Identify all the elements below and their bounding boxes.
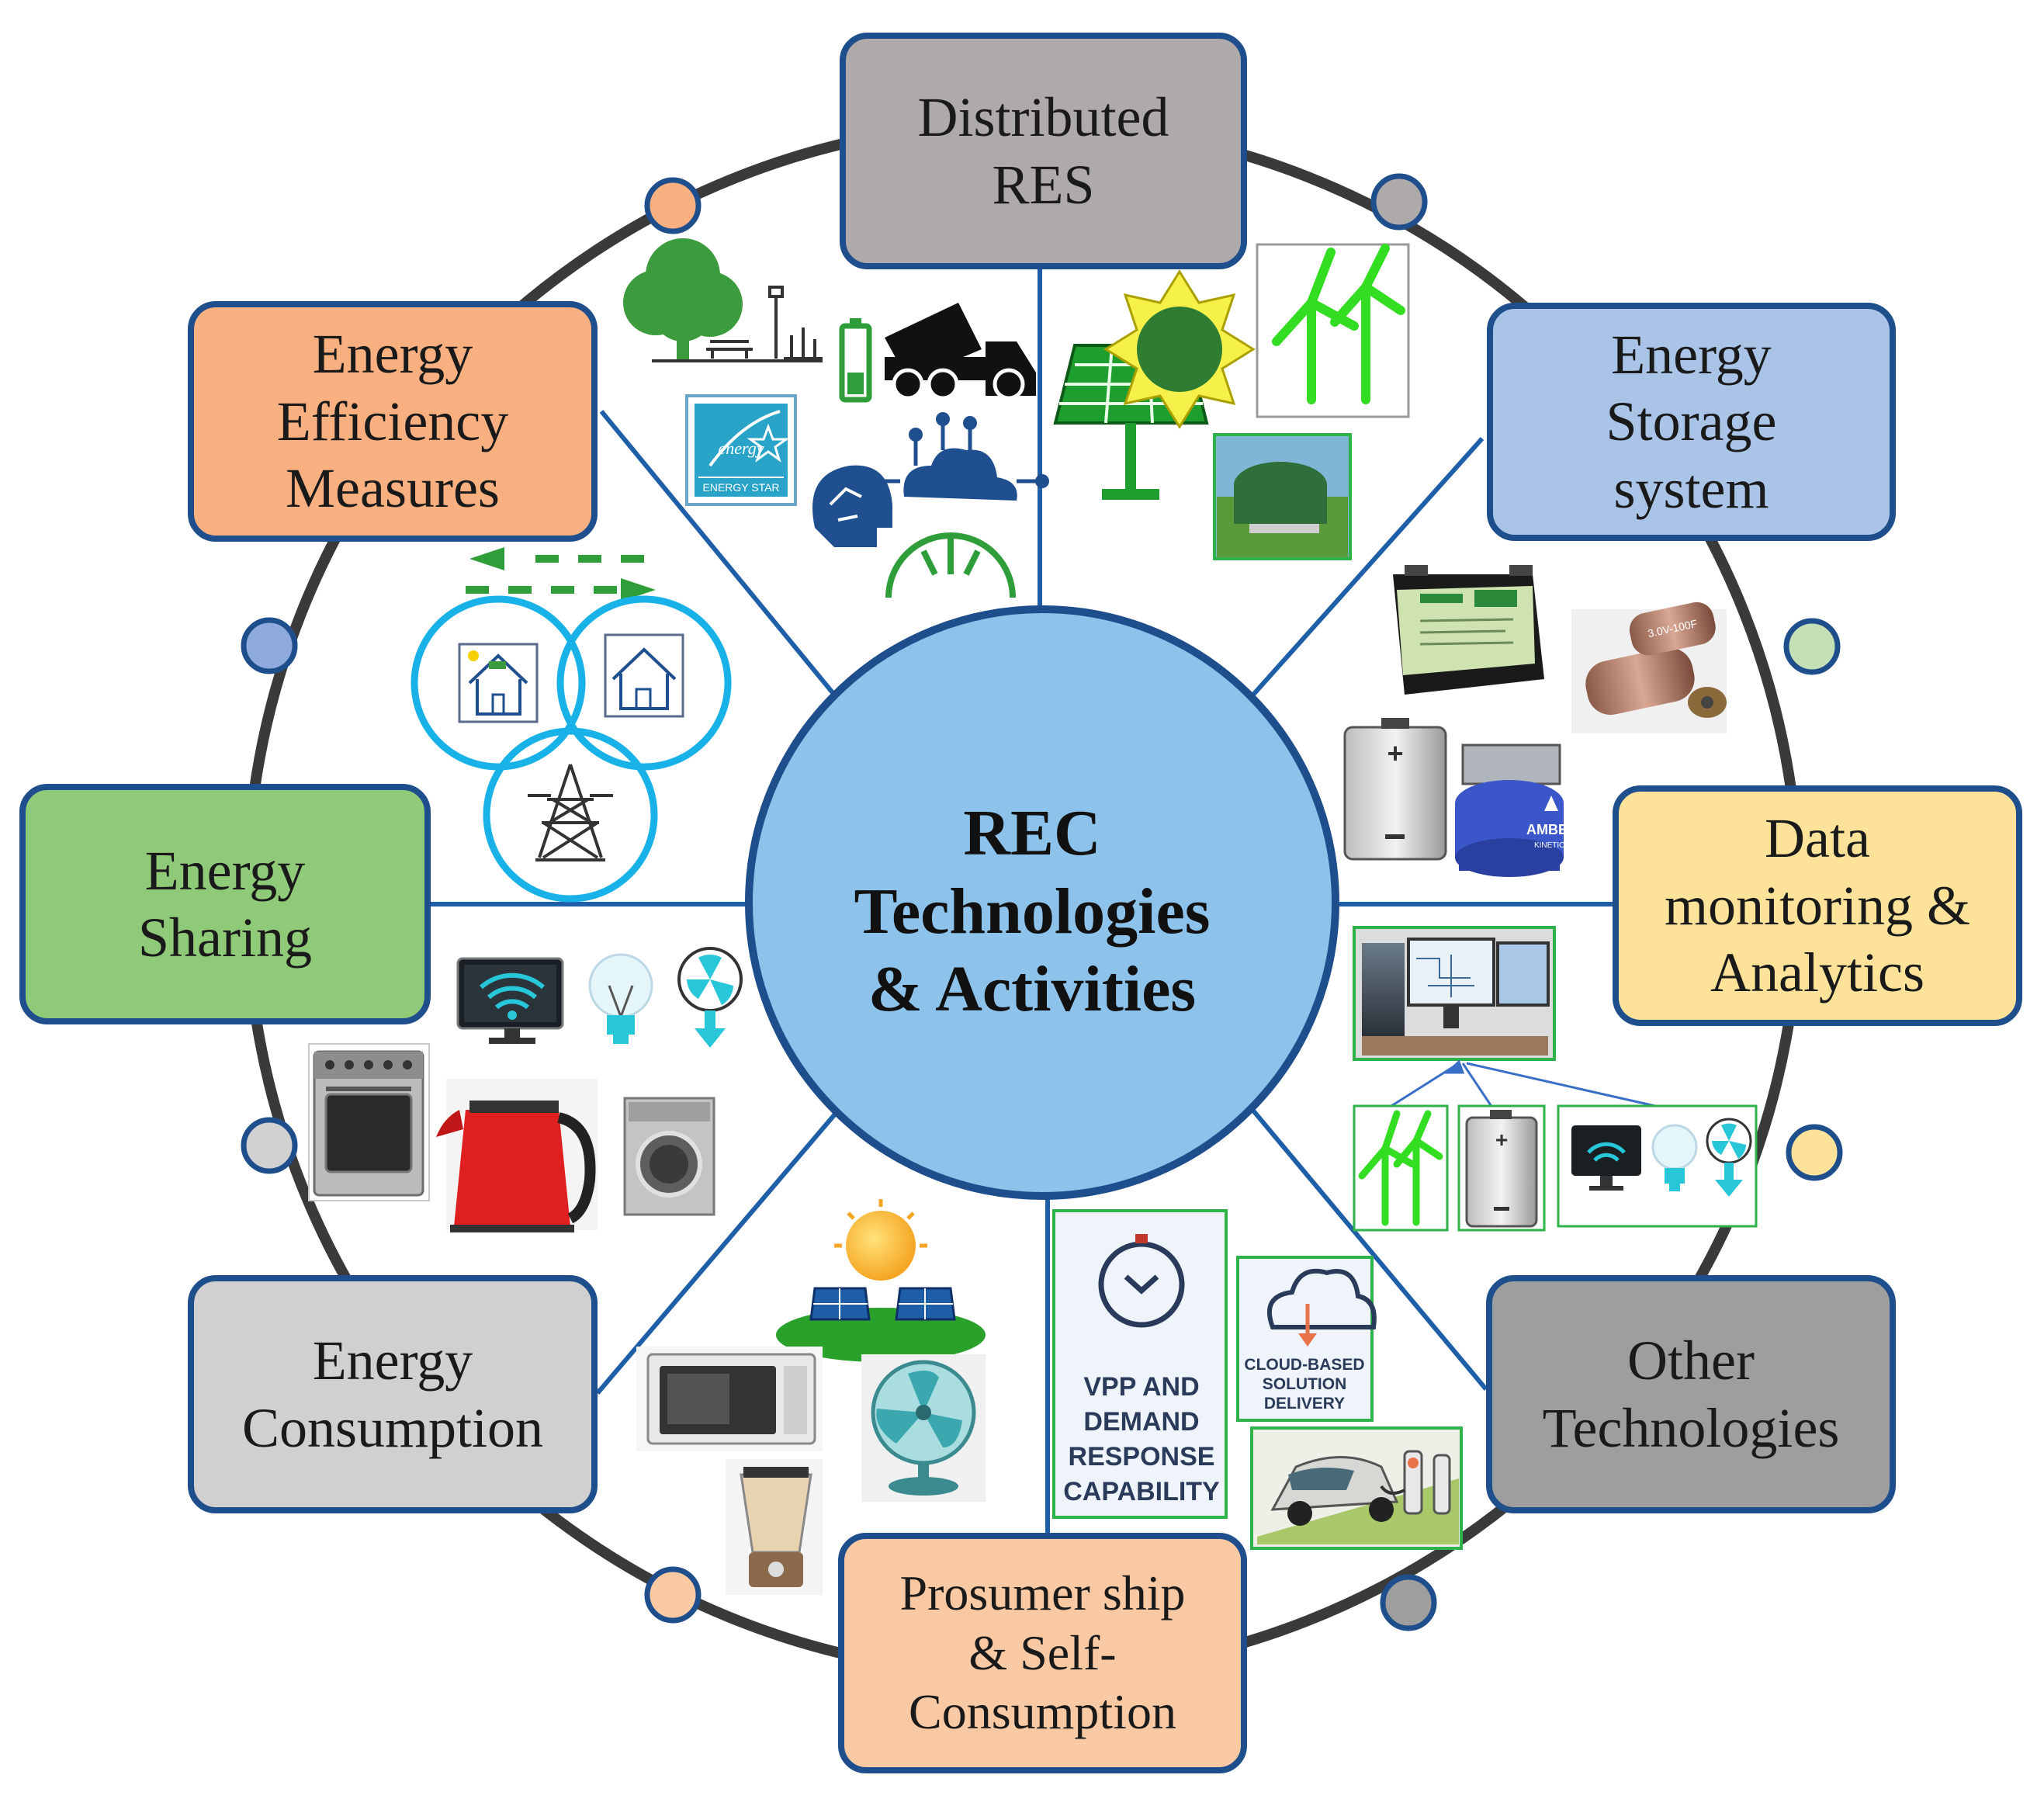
energy-sharing-graphic: [411, 547, 732, 903]
ring-dot-left-upper: [241, 617, 298, 674]
desk-fan-icon: [861, 1354, 986, 1502]
amber-label: AMBER: [1526, 822, 1578, 837]
ring-dot-right-upper: [1783, 618, 1841, 675]
blender-icon: [726, 1459, 823, 1595]
energy-sharing-label: Energy Sharing: [138, 839, 312, 969]
control-room-monitor-icon: [1353, 926, 1556, 1061]
tree-park-icon: [623, 238, 823, 362]
energy-consumption-label: Energy Consumption: [241, 1329, 544, 1459]
supercapacitor-icon: 3.0V-100F: [1571, 601, 1727, 733]
vpp-label-line-2: DEMAND: [1083, 1407, 1199, 1437]
ring-dot-bottom-left: [644, 1566, 702, 1624]
light-bulb-icon: [588, 953, 653, 1044]
cloud-solution-icon: CLOUD-BASED SOLUTION DELIVERY: [1236, 1256, 1377, 1422]
vpp-demand-response-icon: VPP AND DEMAND RESPONSE CAPABILITY: [1052, 1209, 1228, 1519]
sun-icon: [1103, 269, 1256, 429]
microwave-icon: [636, 1347, 823, 1451]
energy-sharing-box: Energy Sharing: [19, 784, 431, 1024]
data-monitoring-label: Data monitoring & Analytics: [1665, 807, 1970, 1004]
energy-star-icon: energy ENERGY STAR: [685, 394, 797, 506]
ring-dot-left-lower: [241, 1117, 298, 1174]
center-title-text: REC Technologies & Activities: [854, 796, 1211, 1026]
wind-turbine-small-icon: [1353, 1104, 1449, 1232]
data-monitoring-box: Data monitoring & Analytics: [1613, 785, 2022, 1026]
cloud-label-line-2: SOLUTION: [1263, 1375, 1347, 1393]
house-solar-icon: [458, 643, 539, 723]
lead-acid-battery-icon: [1393, 565, 1544, 695]
solar-sun-panels-icon: [776, 1199, 986, 1362]
ring-dot-right-lower: [1786, 1124, 1843, 1181]
cloud-label-line-3: DELIVERY: [1264, 1395, 1345, 1413]
ai-cloud-icon: [812, 412, 1049, 598]
vpp-label-line-1: VPP AND: [1083, 1372, 1199, 1402]
smart-tv-icon: [456, 957, 564, 1044]
energy-efficiency-label: Energy Efficiency Measures: [276, 323, 509, 520]
energy-storage-label: Energy Storage system: [1606, 323, 1777, 520]
house-icon: [604, 633, 684, 718]
vpp-label-line-4: CAPABILITY: [1063, 1477, 1220, 1506]
battery-plus-icon: +: [1387, 737, 1403, 769]
wind-turbine-icon: [1256, 243, 1410, 418]
ev-charging-icon: [1250, 1426, 1463, 1550]
amber-sub-label: KINETICS: [1534, 841, 1570, 850]
monitor-connection-arrows: [1384, 1059, 1673, 1111]
center-title: REC Technologies & Activities: [745, 768, 1319, 1056]
energy-consumption-box: Energy Consumption: [188, 1275, 598, 1513]
ring-dots: [241, 173, 1843, 1631]
center-circle: [745, 605, 1339, 1200]
ring-dot-top-right: [1370, 173, 1428, 231]
biogas-plant-icon: [1213, 433, 1352, 560]
transmission-tower-icon: [528, 764, 613, 861]
prosumer-ship-box: Prosumer ship & Self- Consumption: [838, 1533, 1247, 1773]
kettle-icon: [436, 1079, 598, 1232]
distributed-res-box: Distributed RES: [840, 33, 1247, 269]
oven-icon: [308, 1043, 430, 1201]
cloud-label-line-1: CLOUD-BASED: [1244, 1356, 1364, 1374]
distributed-res-label: Distributed RES: [917, 86, 1169, 216]
cell-battery-icon: +: [1343, 718, 1447, 861]
smart-fan-icon: [677, 947, 743, 1048]
washing-machine-icon: [623, 1097, 715, 1216]
other-technologies-box: Other Technologies: [1486, 1275, 1896, 1513]
energy-efficiency-box: Energy Efficiency Measures: [188, 301, 598, 542]
energy-star-script: energy: [718, 439, 764, 458]
battery-small-icon: +: [1457, 1104, 1546, 1232]
prosumer-ship-label: Prosumer ship & Self- Consumption: [899, 1565, 1186, 1740]
vpp-label-line-3: RESPONSE: [1069, 1442, 1215, 1471]
electric-truck-icon: [839, 303, 1036, 403]
flywheel-icon: AMBER KINETICS: [1455, 744, 1578, 877]
other-technologies-label: Other Technologies: [1542, 1329, 1840, 1459]
energy-star-label: ENERGY STAR: [702, 481, 779, 494]
appliances-small-icon: [1557, 1104, 1758, 1228]
spokes: [427, 264, 1618, 1537]
energy-storage-box: Energy Storage system: [1487, 303, 1896, 541]
battery-small-plus-icon: +: [1495, 1128, 1508, 1152]
ring-dot-top-left: [644, 177, 702, 234]
ring-dot-bottom-right: [1380, 1574, 1437, 1631]
